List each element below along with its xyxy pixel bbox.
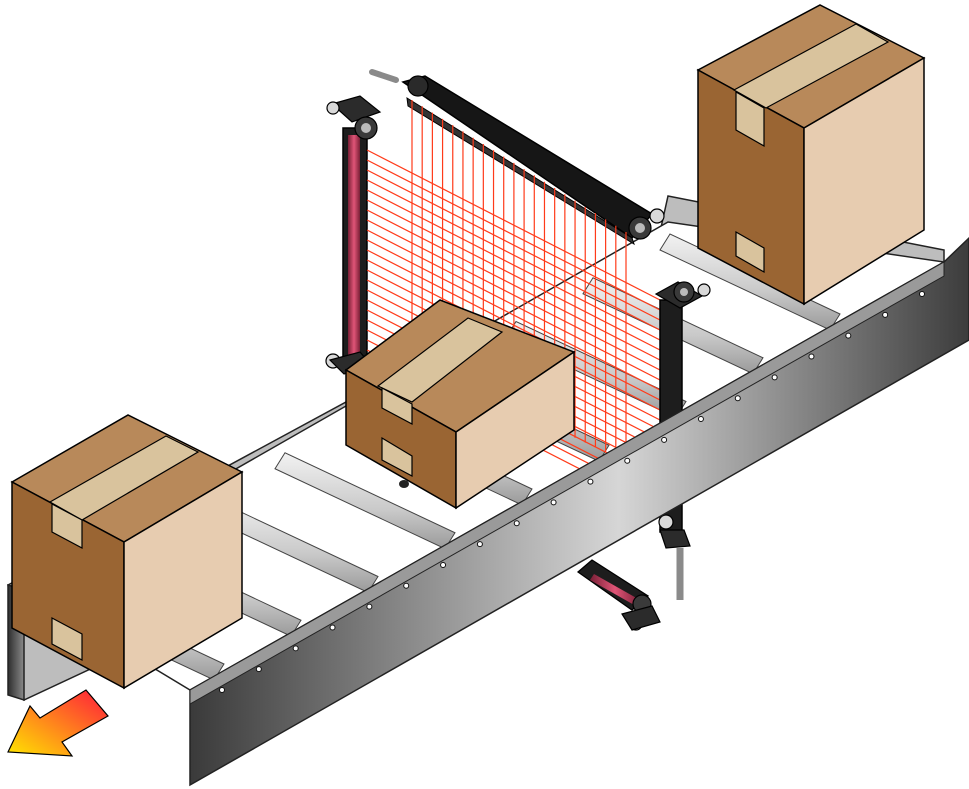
rail-bolt-hole bbox=[476, 541, 483, 548]
rail-bolt-hole bbox=[771, 374, 778, 381]
rail-bolt-hole bbox=[734, 395, 741, 402]
conveyor-front-rail bbox=[189, 236, 969, 787]
lower-sensor-bar bbox=[576, 559, 661, 631]
rail-bolt-hole bbox=[513, 520, 520, 527]
box-middle bbox=[344, 299, 576, 510]
direction-arrow-icon bbox=[7, 689, 109, 757]
rail-bolt-hole bbox=[550, 499, 557, 506]
beam-horizontal bbox=[366, 249, 661, 401]
box-back-right bbox=[696, 4, 926, 306]
rail-bolt-hole bbox=[808, 353, 815, 360]
rail-bolt-hole bbox=[366, 603, 373, 610]
rail-bolt-hole bbox=[624, 457, 631, 464]
rail-bolt-hole bbox=[845, 332, 852, 339]
roller bbox=[659, 233, 841, 331]
rail-bolt-hole bbox=[587, 478, 594, 485]
rail-bolt-hole bbox=[697, 416, 704, 423]
rail-bolt-hole bbox=[403, 582, 410, 589]
roller bbox=[274, 452, 456, 550]
light-curtain-emitter-bar bbox=[369, 69, 665, 246]
rail-bolt-hole bbox=[329, 624, 336, 631]
box-front-left bbox=[10, 414, 244, 690]
rail-bolt-hole bbox=[219, 687, 225, 693]
rail-bolt-hole bbox=[882, 311, 889, 318]
rail-bolt-hole bbox=[919, 291, 925, 297]
rail-bolt-holes bbox=[219, 291, 925, 693]
rail-bolt-hole bbox=[292, 645, 299, 652]
rail-bolt-hole bbox=[440, 561, 447, 568]
rail-bolt-hole bbox=[255, 666, 262, 673]
rail-bolt-hole bbox=[661, 436, 668, 443]
